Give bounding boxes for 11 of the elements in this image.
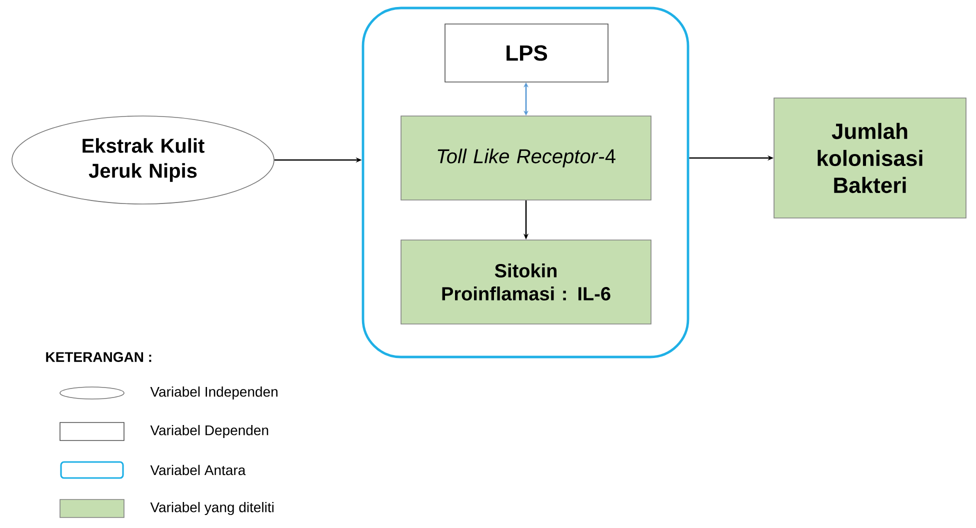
rounded-container [362, 6, 690, 358]
process-box: Toll Like Receptor-4 [400, 116, 652, 200]
legend-text: Variabel Independen [150, 386, 278, 400]
process-box: LPS [444, 24, 608, 82]
legend-text: Variabel Antara [150, 464, 246, 476]
legend-text: Variabel Dependen [150, 424, 268, 438]
legend-heading: KETERANGAN : [46, 352, 152, 362]
process-box: Sitokin Proinflamasi : IL-6 [400, 240, 652, 324]
ellipse-node: Ekstrak Kulit Jeruk Nipis [12, 116, 274, 204]
process-box: Jumlah kolonisasi Bakteri [774, 98, 966, 218]
legend-text: Variabel yang diteliti [150, 502, 274, 516]
